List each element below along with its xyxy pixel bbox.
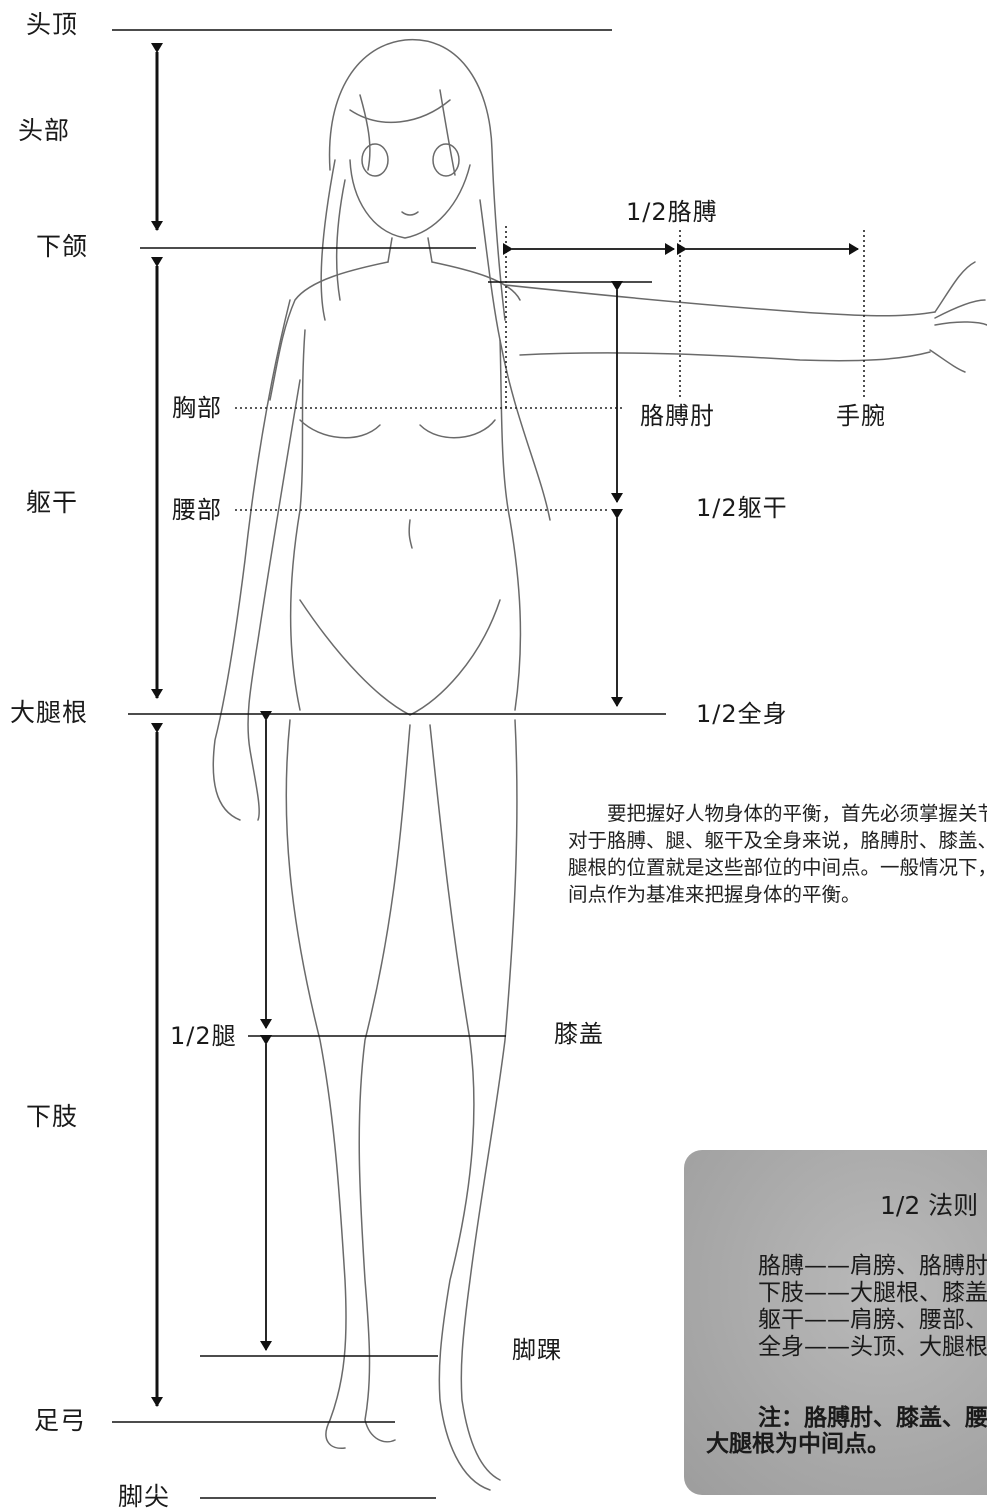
- rule-title: 1/2 法则: [880, 1191, 979, 1220]
- rule-lines: 胳膊——肩膀、胳膊肘、手腕 下肢——大腿根、膝盖、脚踝 躯干——肩膀、腰部、大腿…: [758, 1253, 987, 1361]
- rule-note-line2: 大腿根为中间点。: [706, 1431, 890, 1457]
- label-torso: 躯干: [26, 488, 79, 517]
- rule-line-arm: 胳膊——肩膀、胳膊肘、手腕: [758, 1253, 987, 1279]
- reference-lines: [112, 29, 666, 1499]
- label-arch: 足弓: [34, 1406, 87, 1435]
- label-chest: 胸部: [172, 394, 222, 422]
- dotted-lines: [235, 226, 865, 511]
- label-half-body: 1/2全身: [696, 700, 788, 728]
- figure-sketch: [212, 38, 987, 1491]
- label-wrist: 手腕: [836, 402, 886, 430]
- label-half-leg: 1/2腿: [170, 1022, 237, 1050]
- half-arrows: [260, 243, 859, 1351]
- rule-line-lower-limb: 下肢——大腿根、膝盖、脚踝: [758, 1280, 987, 1306]
- explanation-text: 要把握好人物身体的平衡，首先必须掌握关节的位置。对于胳膊、腿、躯干及全身来说，胳…: [568, 802, 987, 906]
- rule-line-body: 全身——头顶、大腿根、脚尖: [758, 1334, 987, 1360]
- label-toe: 脚尖: [118, 1482, 171, 1511]
- label-half-torso: 1/2躯干: [696, 494, 788, 522]
- label-elbow: 胳膊肘: [640, 402, 715, 430]
- label-knee: 膝盖: [554, 1020, 604, 1048]
- label-lower-limb: 下肢: [26, 1102, 79, 1131]
- label-ankle: 脚踝: [512, 1336, 562, 1364]
- label-head: 头部: [18, 116, 71, 145]
- label-groin: 大腿根: [10, 698, 89, 727]
- explanation-paragraph: 要把握好人物身体的平衡，首先必须掌握关节的位置。对于胳膊、腿、躯干及全身来说，胳…: [568, 800, 987, 970]
- rule-line-torso: 躯干——肩膀、腰部、大腿根: [758, 1307, 987, 1333]
- label-head-top: 头顶: [26, 10, 79, 39]
- label-jaw: 下颌: [36, 232, 89, 261]
- label-half-arm: 1/2胳膊: [626, 198, 718, 226]
- rule-note-line1: 注：胳膊肘、膝盖、腰部、: [758, 1405, 987, 1431]
- half-rule-box: 1/2 法则 胳膊——肩膀、胳膊肘、手腕 下肢——大腿根、膝盖、脚踝 躯干——肩…: [684, 1150, 987, 1495]
- label-waist: 腰部: [172, 496, 222, 524]
